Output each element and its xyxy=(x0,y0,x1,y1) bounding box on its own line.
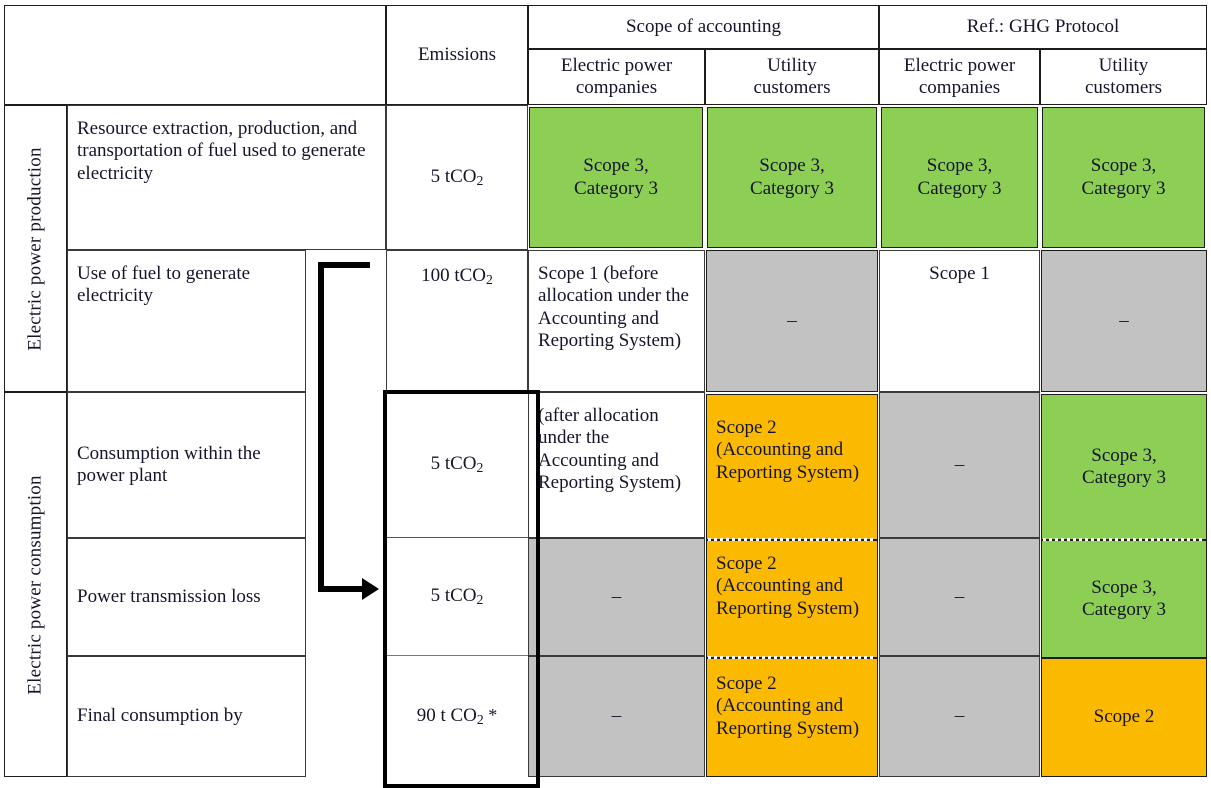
row-description-0: Resource extraction, production, and tra… xyxy=(67,105,386,250)
row-3-cell-0: – xyxy=(528,538,705,656)
row-4-cell-1: Scope 2 (Accounting and Reporting System… xyxy=(706,658,878,777)
row-emissions-text: 5 tCO2 xyxy=(430,165,484,188)
row-3-cell-1: Scope 2 (Accounting and Reporting System… xyxy=(706,540,878,658)
connector-top-segment xyxy=(318,262,370,268)
row-emissions-1: 100 tCO2 xyxy=(386,250,528,392)
connector-vertical-segment xyxy=(318,262,324,592)
row-description-2: Consumption within the power plant xyxy=(67,392,306,538)
row-group-label-text: Electric power production xyxy=(24,146,46,351)
row-1-cell-2: Scope 1 xyxy=(879,250,1040,392)
cell-text: Scope 3,Category 3 xyxy=(1082,444,1166,488)
cell-text: Scope 3,Category 3 xyxy=(1081,155,1166,199)
green-block-separator-1 xyxy=(1043,538,1205,541)
cell-text: – xyxy=(611,705,622,727)
cell-text: Scope 1 xyxy=(929,263,990,284)
row-emissions-text: 5 tCO2 xyxy=(430,584,484,607)
row-emissions-text: 90 t CO2 * xyxy=(416,704,498,727)
header-group-scope-cell: Scope of accounting xyxy=(528,5,879,49)
row-2-cell-0: (after allocation under the Accounting a… xyxy=(528,392,705,538)
row-4-cell-2: – xyxy=(879,656,1040,777)
cell-text: – xyxy=(787,309,797,331)
row-emissions-text: 100 tCO2 xyxy=(421,265,493,287)
row-3-cell-2: – xyxy=(879,538,1040,656)
cell-text: Scope 2 (Accounting and Reporting System… xyxy=(716,417,860,483)
row-group-label-production: Electric power production xyxy=(4,105,67,392)
connector-arrowhead-icon xyxy=(362,578,379,600)
cell-text: Scope 3,Category 3 xyxy=(750,155,834,199)
row-description-text: Power transmission loss xyxy=(77,585,261,607)
row-2-cell-3: Scope 3,Category 3 xyxy=(1041,394,1207,540)
row-group-label-text: Electric power consumption xyxy=(24,474,46,695)
row-2-cell-1: Scope 2 (Accounting and Reporting System… xyxy=(706,394,878,540)
connector-bottom-segment xyxy=(318,586,364,592)
row-0-cell-2: Scope 3,Category 3 xyxy=(881,107,1038,248)
cell-text: (after allocation under the Accounting a… xyxy=(538,405,682,494)
cell-text: – xyxy=(1119,309,1129,331)
cell-text: Scope 2 (Accounting and Reporting System… xyxy=(716,673,860,739)
row-4-cell-0: – xyxy=(528,656,705,777)
row-description-text: Use of fuel to generate electricity xyxy=(77,263,251,307)
row-0-cell-0: Scope 3,Category 3 xyxy=(529,107,703,248)
row-description-1: Use of fuel to generate electricity xyxy=(67,250,306,392)
row-1-cell-3: – xyxy=(1041,250,1207,392)
row-2-cell-2: – xyxy=(879,392,1040,538)
row-4-cell-3: Scope 2 xyxy=(1041,658,1207,777)
cell-text: Scope 3,Category 3 xyxy=(1082,576,1166,620)
orange-block-separator-2 xyxy=(708,656,876,659)
row-1-cell-1: – xyxy=(706,250,878,392)
cell-text: – xyxy=(611,585,622,607)
row-3-cell-3: Scope 3,Category 3 xyxy=(1041,540,1207,658)
row-0-cell-3: Scope 3,Category 3 xyxy=(1042,107,1205,248)
cell-text: Scope 1 (before allocation under the Acc… xyxy=(538,263,689,352)
header-group-ref-cell: Ref.: GHG Protocol xyxy=(879,5,1207,49)
cell-text: Scope 2 xyxy=(1093,706,1155,728)
cell-text: Scope 2 (Accounting and Reporting System… xyxy=(716,553,860,619)
orange-block-separator-1 xyxy=(708,538,876,541)
row-emissions-0: 5 tCO2 xyxy=(386,105,528,250)
cell-text: Scope 3,Category 3 xyxy=(574,155,658,199)
cell-text: Scope 3,Category 3 xyxy=(917,155,1002,199)
row-emissions-2: 5 tCO2 xyxy=(386,392,528,538)
header-group-ref-label: Ref.: GHG Protocol xyxy=(966,15,1120,37)
row-1-cell-0: Scope 1 (before allocation under the Acc… xyxy=(528,250,705,392)
row-description-4: Final consumption by xyxy=(67,656,306,777)
row-0-cell-1: Scope 3,Category 3 xyxy=(707,107,877,248)
row-emissions-3: 5 tCO2 xyxy=(386,538,528,656)
cell-text: – xyxy=(954,705,965,727)
row-description-text: Final consumption by xyxy=(77,705,243,727)
header-group-scope-label: Scope of accounting xyxy=(625,15,782,37)
row-emissions-4: 90 t CO2 * xyxy=(386,656,528,777)
header-emissions-cell: Emissions xyxy=(386,5,528,105)
header-emissions-label: Emissions xyxy=(417,43,497,65)
flow-connector-arrow xyxy=(300,262,410,602)
row-group-label-consumption: Electric power consumption xyxy=(4,392,67,777)
row-description-text: Resource extraction, production, and tra… xyxy=(77,118,366,184)
cell-text: – xyxy=(954,453,965,475)
row-description-3: Power transmission loss xyxy=(67,538,306,656)
cell-text: – xyxy=(954,585,965,607)
header-corner-cell xyxy=(4,5,386,105)
row-description-text: Consumption within the power plant xyxy=(77,442,261,486)
row-emissions-text: 5 tCO2 xyxy=(430,452,484,475)
